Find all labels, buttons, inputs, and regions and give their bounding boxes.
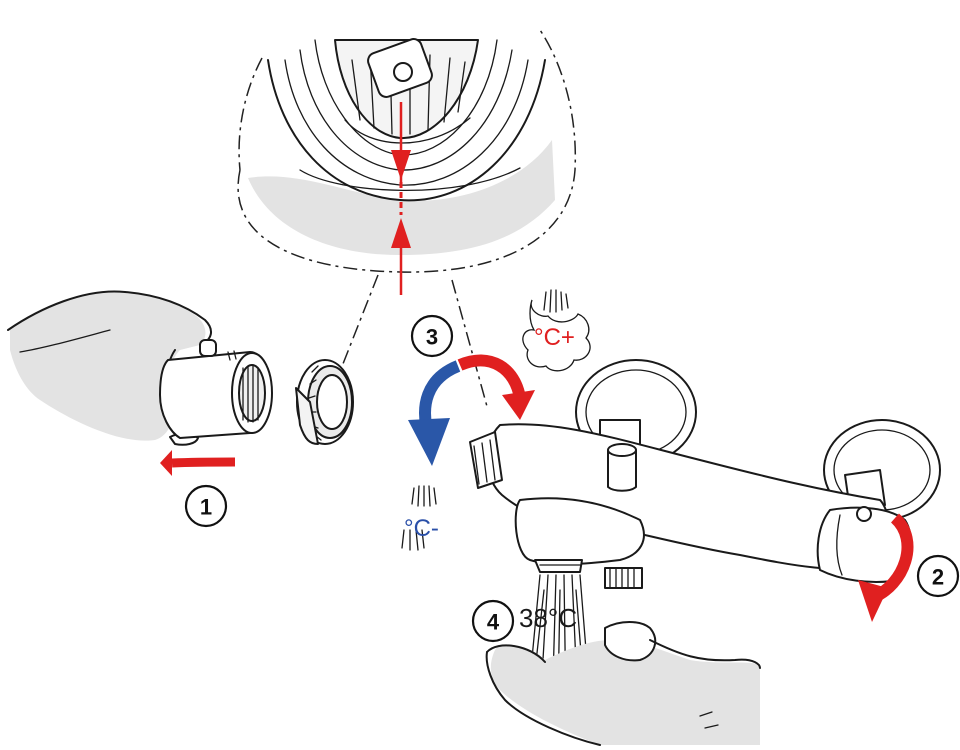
detail-boundary-line-left [238, 57, 263, 171]
water-spray-icon [527, 574, 591, 716]
step-badge-2: 2 [916, 554, 960, 598]
splined-ring-icon [295, 359, 354, 445]
step-badge-1: 1 [184, 484, 228, 528]
rotation-arrow-cold-head [408, 418, 450, 466]
align-arrow-down-head [391, 150, 411, 180]
left-hand-icon [7, 290, 212, 446]
hot-label: °C+ [534, 324, 575, 351]
step-number-2: 2 [932, 565, 944, 590]
rotation-arrow-hot-head [502, 390, 535, 420]
faucet-icon [469, 359, 941, 589]
step-number-4: 4 [487, 610, 500, 635]
align-arrow-up-head [391, 218, 411, 248]
detail-boundary-line [237, 29, 577, 273]
step-number-1: 1 [200, 495, 212, 520]
push-arrow [171, 457, 236, 468]
cold-label: °C- [404, 515, 439, 542]
rotation-arrow-2-head [858, 580, 888, 622]
push-arrow-head [160, 450, 172, 476]
right-hand-icon [485, 621, 761, 746]
set-temperature-label: 38°C [519, 603, 577, 633]
detail-zoom [237, 29, 577, 441]
thermostat-handle-icon [159, 339, 273, 439]
step-badge-3: 3 [410, 314, 454, 358]
step-number-3: 3 [426, 325, 438, 350]
cold-spray-icon [401, 485, 437, 551]
step-badge-4: 4 [471, 599, 515, 643]
zoom-leader-right [451, 279, 489, 411]
rotation-arrow-hot [457, 354, 526, 400]
steam-icon [522, 289, 591, 372]
